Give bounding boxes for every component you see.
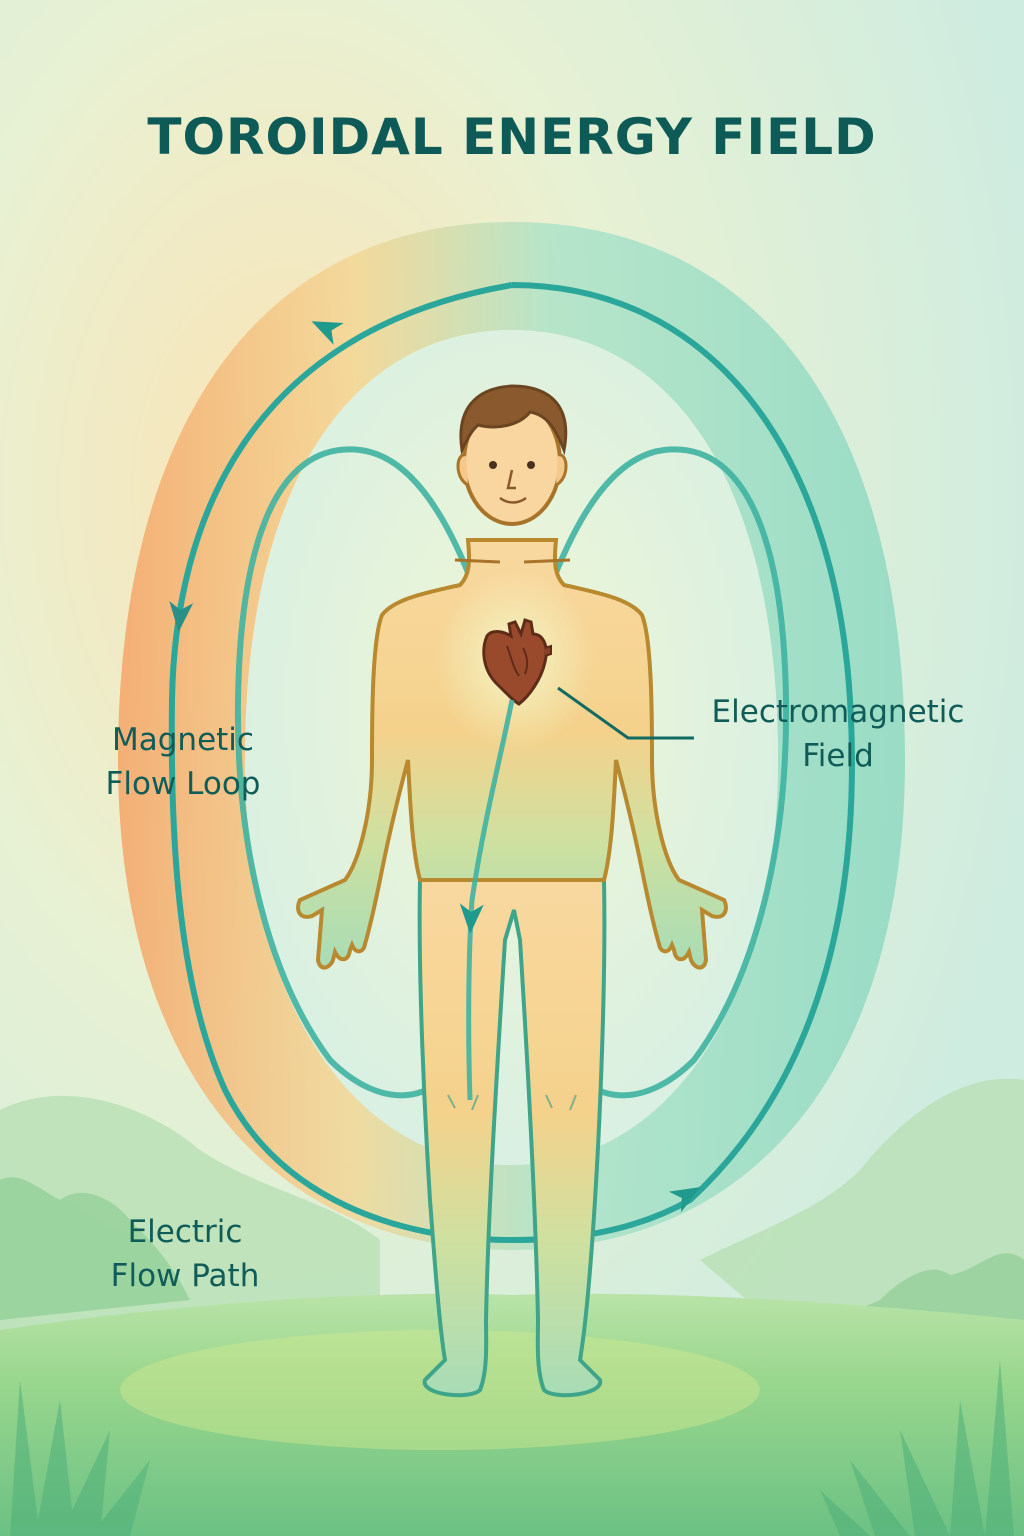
human-figure-icon <box>296 384 728 1398</box>
outer-flow-loop <box>168 282 855 1244</box>
ground <box>0 1293 1024 1536</box>
center-flow-line <box>466 699 515 1101</box>
nose <box>506 469 516 490</box>
torso <box>296 538 728 970</box>
arrow-down-left-icon <box>169 601 194 632</box>
heart-icon <box>482 618 552 706</box>
ear-left <box>456 453 469 487</box>
label-line: Electromagnetic <box>711 694 965 730</box>
label-line: Field <box>802 738 874 774</box>
label-electromagnetic-field: Electromagnetic Field <box>688 690 988 778</box>
arrow-right-bottom-icon <box>668 1187 701 1213</box>
grass-left <box>10 1380 150 1536</box>
label-electric-flow-path: Electric Flow Path <box>80 1210 290 1298</box>
trees-left <box>0 1177 190 1320</box>
eye-right <box>527 461 535 469</box>
eye-left <box>489 461 497 469</box>
ear-right <box>555 453 568 487</box>
arrow-left-top-icon <box>311 321 344 345</box>
page-title: TOROIDAL ENERGY FIELD <box>147 108 877 166</box>
label-line: Flow Loop <box>105 766 261 802</box>
em-field-leader-line <box>557 686 694 740</box>
collarbones <box>454 558 571 564</box>
hair <box>459 384 568 456</box>
knees <box>447 1094 577 1111</box>
label-line: Flow Path <box>110 1258 260 1294</box>
mouth <box>499 496 527 504</box>
grass-right <box>820 1360 1014 1536</box>
legs <box>417 878 607 1398</box>
label-line: Magnetic <box>112 722 254 758</box>
arrow-down-center-icon <box>459 903 484 934</box>
label-line: Electric <box>127 1214 243 1250</box>
label-magnetic-flow-loop: Magnetic Flow Loop <box>78 718 288 806</box>
